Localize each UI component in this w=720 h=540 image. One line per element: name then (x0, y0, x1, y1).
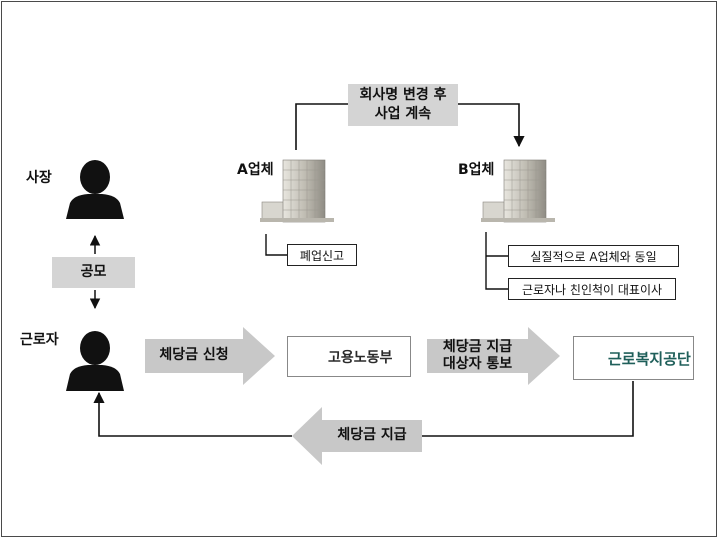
conspiracy-label: 공모 (80, 264, 107, 281)
pay-arrow (292, 407, 422, 465)
worker-person-icon (66, 331, 124, 391)
closure-note: 폐업신고 (287, 244, 357, 266)
kcomwel-box: 근로복지공단 (573, 336, 694, 380)
relative-rep-note: 근로자나 친인척이 대표이사 (508, 278, 676, 300)
owner-person-icon (66, 160, 124, 219)
rename-connector (295, 103, 525, 150)
same-as-a-note: 실질적으로 A업체와 동일 (508, 245, 679, 267)
company-a-label: A업체 (237, 162, 274, 178)
pay-label: 체당금 지급 (322, 420, 422, 452)
relative-rep-text: 근로자나 친인척이 대표이사 (521, 282, 663, 297)
notify-line-2: 대상자 통보 (442, 356, 513, 372)
company-b-label: B업체 (458, 162, 495, 178)
kcomwel-name: 근로복지공단 (608, 349, 691, 368)
moel-name: 고용노동부 (328, 349, 393, 366)
rename-line-1: 회사명 변경 후 (359, 87, 447, 104)
building-a-icon (260, 159, 334, 223)
apply-text: 체당금 신청 (159, 347, 229, 364)
closure-text: 폐업신고 (299, 248, 345, 263)
notify-arrow (427, 327, 560, 385)
pay-text: 체당금 지급 (337, 427, 407, 444)
apply-arrow (145, 327, 275, 385)
closure-connector (265, 234, 287, 256)
rename-box: 회사명 변경 후 사업 계속 (348, 84, 458, 126)
b-notes-connector (485, 232, 508, 290)
owner-label: 사장 (26, 170, 52, 186)
notify-label: 체당금 지급 대상자 통보 (427, 337, 528, 375)
rename-line-2: 사업 계속 (374, 106, 432, 122)
worker-label: 근로자 (20, 332, 59, 348)
apply-label: 체당금 신청 (145, 339, 243, 373)
same-as-a-text: 실질적으로 A업체와 동일 (530, 249, 657, 264)
building-b-icon (481, 159, 555, 223)
notify-line-1: 체당금 지급 (442, 338, 513, 355)
pay-return-line (93, 381, 634, 437)
moel-box: 고용노동부 (287, 336, 411, 377)
conspiracy-box: 공모 (52, 257, 135, 288)
